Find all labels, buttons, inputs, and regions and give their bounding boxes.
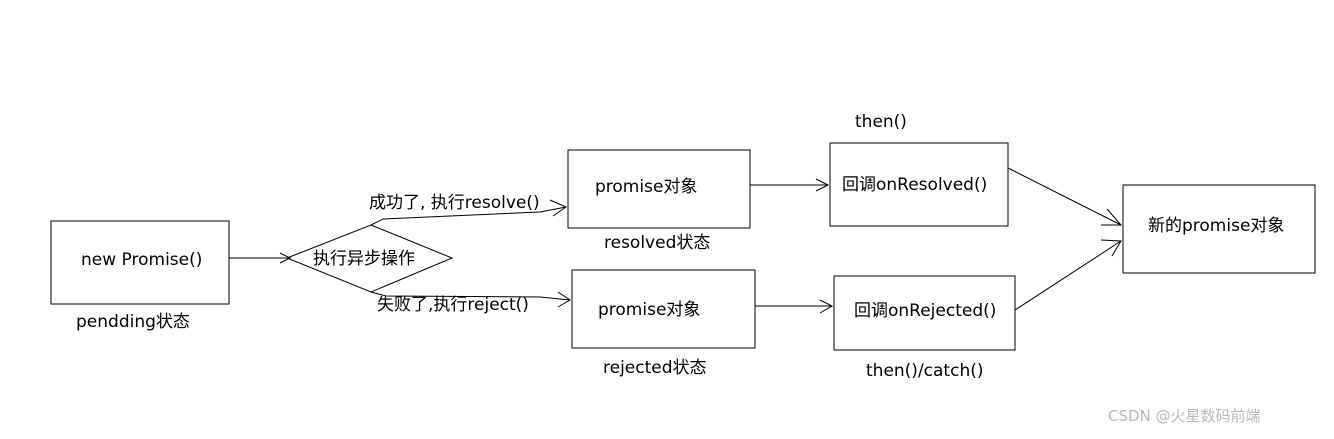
promise-resolved-label: promise对象 [595, 177, 698, 197]
arrowhead-to-resolved [549, 199, 568, 217]
arrowhead-to-onrejected [819, 299, 834, 314]
then-label: then() [855, 112, 907, 132]
new-promise-box [50, 220, 230, 305]
decision-label: 执行异步操作 [313, 249, 415, 269]
promise-rejected-label: promise对象 [598, 300, 701, 320]
new-promise-object-box [1122, 184, 1316, 274]
resolved-state-label: resolved状态 [604, 233, 711, 253]
csdn-watermark: CSDN @火星数码前端 [1108, 407, 1261, 425]
on-resolved-label: 回调onResolved() [842, 175, 988, 195]
failure-edge-label: 失败了,执行reject() [377, 295, 529, 315]
pending-state-label: pendding状态 [76, 312, 190, 332]
arrowhead-to-onresolved [815, 178, 830, 192]
async-decision-diamond [285, 224, 454, 293]
new-promise-label: new Promise() [81, 250, 203, 270]
edge-onresolved-to-new-promise [1007, 167, 1122, 226]
on-rejected-label: 回调onRejected() [854, 301, 997, 321]
arrowhead-onrejected-to-new [1100, 239, 1122, 257]
success-edge-label: 成功了, 执行resolve() [369, 193, 540, 213]
then-catch-label: then()/catch() [866, 361, 984, 381]
edge-decision-to-rejected [370, 291, 571, 301]
edge-onrejected-to-new-promise [1014, 240, 1122, 311]
arrowhead-new-to-decision [279, 252, 292, 264]
promise-rejected-box [571, 269, 756, 349]
new-promise-object-label: 新的promise对象 [1148, 216, 1285, 236]
promise-resolved-box [567, 149, 751, 229]
edge-decision-to-resolved [370, 206, 567, 226]
on-resolved-box [829, 142, 1009, 227]
arrowhead-onresolved-to-new [1101, 208, 1123, 226]
rejected-state-label: rejected状态 [603, 358, 707, 378]
on-rejected-box [833, 275, 1016, 351]
arrowhead-to-rejected [557, 291, 571, 308]
